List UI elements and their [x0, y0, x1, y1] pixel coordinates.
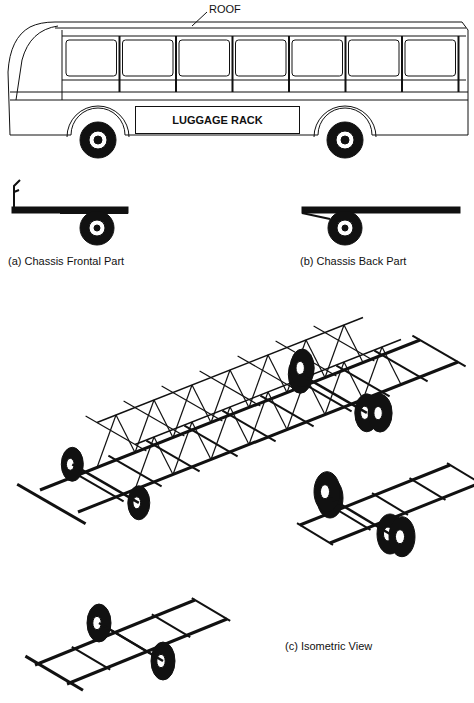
chassis-member: [135, 400, 154, 453]
chassis-member: [222, 411, 275, 442]
windshield: [16, 26, 58, 100]
chassis-member: [314, 326, 375, 361]
figure-caption: (a) Chassis Frontal Part: [8, 255, 124, 267]
chassis-member: [230, 407, 249, 445]
chassis-member: [99, 623, 163, 661]
chassis-member: [154, 400, 173, 438]
wheel: [327, 122, 363, 158]
chassis-member: [17, 484, 85, 524]
box-label: LUGGAGE RACK: [172, 114, 262, 126]
window-pillar: [401, 36, 403, 92]
chassis-member: [211, 370, 230, 423]
chassis-beam: [302, 213, 330, 219]
isometric-chassis: [17, 318, 474, 691]
chassis-member: [412, 336, 465, 367]
wheel-hub: [296, 361, 304, 374]
chassis-member: [330, 498, 390, 534]
window: [179, 40, 230, 76]
chassis-member: [25, 656, 83, 690]
window-pillar: [119, 36, 121, 92]
chassis-member: [173, 385, 192, 438]
window-pillar: [458, 36, 460, 92]
figure-caption: (c) Isometric View: [285, 640, 372, 652]
chassis-member: [300, 465, 450, 525]
chassis-member: [72, 464, 139, 503]
chassis-member: [72, 647, 110, 670]
part-label: ROOF: [209, 3, 241, 15]
window: [123, 40, 174, 76]
front-pillar: [62, 30, 63, 100]
window: [236, 40, 287, 76]
body-band: [10, 100, 468, 101]
chassis-member: [382, 347, 401, 385]
window-pillar: [288, 36, 290, 92]
windows: [66, 36, 459, 92]
chassis-member: [363, 347, 382, 400]
window-pillar: [175, 36, 177, 92]
chassis-member: [184, 426, 237, 457]
chassis-member: [146, 441, 199, 472]
bus-body: [8, 22, 468, 135]
chassis-member: [249, 355, 268, 408]
chassis-member: [154, 437, 173, 475]
chassis-member: [372, 493, 408, 515]
window: [292, 40, 343, 76]
wheel-hub: [320, 485, 329, 499]
chassis-member: [108, 456, 161, 487]
chassis-member: [192, 385, 211, 423]
chassis-member: [447, 463, 474, 485]
window: [349, 40, 400, 76]
wheel: [389, 517, 415, 557]
chassis-bracket: [14, 180, 20, 207]
chassis-member: [344, 362, 363, 400]
chassis-member: [330, 483, 474, 543]
chassis-member: [260, 396, 313, 427]
window: [405, 40, 456, 76]
wheel-hub: [395, 530, 404, 544]
window-top: [62, 36, 466, 37]
wheel: [314, 472, 340, 512]
chassis-member: [410, 478, 446, 500]
wheel: [328, 211, 362, 245]
chassis-member: [268, 392, 287, 430]
wheel-hub: [374, 406, 382, 419]
wheel: [80, 211, 114, 245]
figure-caption: (b) Chassis Back Part: [300, 255, 406, 267]
chassis-member: [325, 325, 344, 378]
chassis-member: [336, 366, 389, 397]
chassis-member: [116, 415, 135, 453]
leader-line: [192, 12, 207, 26]
window: [66, 40, 117, 76]
roof-line: [55, 28, 466, 29]
chassis-member: [97, 415, 116, 468]
chassis-member: [192, 422, 211, 460]
body-band: [10, 92, 468, 93]
window-bottom: [62, 80, 466, 81]
luggage-rack-box: LUGGAGE RACK: [135, 106, 300, 134]
chassis-member: [268, 355, 287, 393]
window-pillar: [232, 36, 234, 92]
chassis-member: [344, 325, 363, 363]
chassis-beam: [12, 207, 128, 213]
chassis-member: [297, 523, 333, 545]
chassis-member: [135, 340, 401, 445]
chassis-member: [374, 351, 427, 382]
window-pillar: [345, 36, 347, 92]
chassis-member: [300, 374, 367, 413]
chassis-member: [230, 370, 249, 408]
chassis-member: [192, 598, 230, 621]
chassis-member: [152, 614, 190, 637]
chassis-beam: [302, 207, 460, 213]
wheel: [80, 122, 116, 158]
wheel: [368, 394, 392, 432]
